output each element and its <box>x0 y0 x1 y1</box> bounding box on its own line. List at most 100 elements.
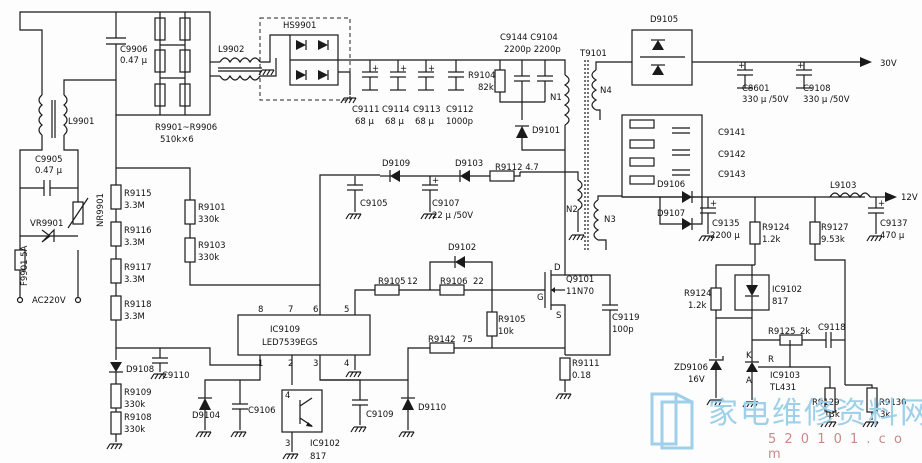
diode-d9108 <box>110 362 122 372</box>
label-opt-p3: 3 <box>285 439 290 449</box>
label-r9104: R9104 <box>468 71 496 81</box>
label-c9112: C9112 <box>446 105 474 115</box>
label-r9111v: 0.18 <box>572 371 591 381</box>
label-c9107: C9107 <box>432 199 460 209</box>
ac-terminal-right <box>74 296 82 304</box>
label-r9127v: 9.53k <box>821 235 845 245</box>
mosfet-q9101: D G S Q9101 11N70 C9119 100p R9111 0.18 <box>537 263 640 400</box>
label-r9125: R9125 <box>768 327 796 337</box>
label-r9111: R9111 <box>572 359 600 369</box>
output-30v: D9105 30V ++ C8601 330 μ /50V C9108 330 … <box>631 15 897 105</box>
label-d9104: D9104 <box>192 411 220 421</box>
pin-1: 1 <box>258 359 263 369</box>
label-c9119v: 100p <box>612 325 634 335</box>
label-zd9106: ZD9106 <box>674 363 708 373</box>
label-c9110: C9110 <box>162 371 190 381</box>
label-c9113v: 68 μ <box>415 117 435 127</box>
label-n4: N4 <box>600 86 612 96</box>
label-l9901: L9901 <box>68 117 94 127</box>
inductor-l9103 <box>829 192 871 199</box>
label-ic9102bv: 817 <box>772 297 788 307</box>
label-ic9102av: 817 <box>310 452 326 462</box>
label-r9124av: 1.2k <box>762 235 781 245</box>
optocoupler-ic9102-secondary <box>281 389 323 433</box>
transformer-t9101: N1 T9101 N2 N4 N3 <box>520 49 632 275</box>
pin-2: 2 <box>288 359 293 369</box>
bulk-capacitors: +++ C9111 68 μ C9114 68 μ C9113 68 μ C91… <box>352 60 474 127</box>
diode-d9110 <box>402 398 414 410</box>
snubber-network: R9104 82k C9144 C9104 2200p 2200p D9101 <box>468 33 565 151</box>
label-pin-d: D <box>554 263 561 273</box>
label-c9114: C9114 <box>382 105 410 115</box>
svg-text:+: + <box>372 64 379 74</box>
label-r9116v: 3.3M <box>124 238 145 248</box>
label-d9107: D9107 <box>657 209 685 219</box>
pin-7: 7 <box>288 305 293 315</box>
label-c9905: C9905 <box>35 155 63 165</box>
label-d9101: D9101 <box>532 126 560 136</box>
label-rbank: R9901~R9906 <box>155 123 217 133</box>
label-r9129v: 13k <box>824 410 840 420</box>
label-c9107v: 22 μ /50V <box>432 211 473 221</box>
label-d9103: D9103 <box>455 159 483 169</box>
label-ac: AC220V <box>32 296 66 306</box>
label-d9105: D9105 <box>650 15 678 25</box>
winding-n1 <box>563 74 570 126</box>
winding-n4 <box>591 69 598 111</box>
svg-text:+: + <box>400 64 407 74</box>
label-n2: N2 <box>566 205 578 215</box>
label-r9130: R9130 <box>879 398 907 408</box>
bleeder-resistor-bank: R9901~R9906 510k×6 <box>115 11 217 145</box>
label-f9901: F9901 5A <box>20 245 30 286</box>
label-c9143: C9143 <box>718 170 746 180</box>
label-c9137: C9137 <box>880 219 908 229</box>
label-r9103v: 330k <box>198 253 219 263</box>
label-c9118: C9118 <box>818 323 846 333</box>
label-n3: N3 <box>604 215 616 225</box>
label-r9109v: 330k <box>124 400 145 410</box>
label-pin-g: G <box>537 293 544 303</box>
label-hs9901: HS9901 <box>283 21 316 31</box>
feedback-section: R9124 1.2k IC9102 817 R9125 2k C9118 K R… <box>674 264 907 428</box>
label-r9112: R9112 4.7 <box>495 163 539 173</box>
label-r9105a: R9105 <box>378 277 406 287</box>
label-c9906: C9906 <box>120 45 148 55</box>
label-d9102: D9102 <box>448 243 476 253</box>
svg-text:+: + <box>738 61 745 71</box>
pin-4: 4 <box>344 359 349 369</box>
label-c9144: C9144 C9104 <box>500 33 558 43</box>
label-r9101v: 330k <box>198 215 219 225</box>
bridge-d9105 <box>631 29 693 86</box>
diode-d9109 <box>390 170 400 182</box>
label-r9124bv: 1.2k <box>688 301 707 311</box>
label-r9118v: 3.3M <box>124 312 145 322</box>
label-ic9103v: TL431 <box>769 383 796 393</box>
label-d9106: D9106 <box>657 180 685 190</box>
label-r9115: R9115 <box>124 189 152 199</box>
diode-d9101 <box>516 126 528 138</box>
label-r9124b: R9124 <box>684 289 712 299</box>
bridge-rectifier-section: L9902 HS9901 <box>210 17 560 104</box>
label-c9109: C9109 <box>366 410 394 420</box>
diode-d9103 <box>460 170 470 182</box>
label-d9110: D9110 <box>418 403 446 413</box>
label-r9127: R9127 <box>821 223 849 233</box>
diode-d9106 <box>682 191 692 203</box>
label-r9125v: 2k <box>800 327 810 337</box>
winding-n2 <box>576 179 583 211</box>
input-section: AC220V F9901 5A VR9901 NR9901 C9905 0.47… <box>14 11 148 306</box>
vcc-supply: D9109 D9103 R9112 4.7 C9105 + C9107 22 μ… <box>345 159 539 221</box>
label-q9101: Q9101 <box>566 275 594 285</box>
label-30v: 30V <box>880 59 897 69</box>
label-c9108: C9108 <box>803 84 831 94</box>
label-pin-a: A <box>746 376 752 386</box>
ac-terminal-left <box>16 296 24 304</box>
label-c9906v: 0.47 μ <box>120 56 148 66</box>
label-r9105av: 12 <box>407 277 418 287</box>
label-r9117: R9117 <box>124 263 152 273</box>
label-r9109: R9109 <box>124 388 152 398</box>
label-r9124a: R9124 <box>762 223 790 233</box>
label-c9141: C9141 <box>718 128 746 138</box>
label-zd9106v: 16V <box>688 375 705 385</box>
